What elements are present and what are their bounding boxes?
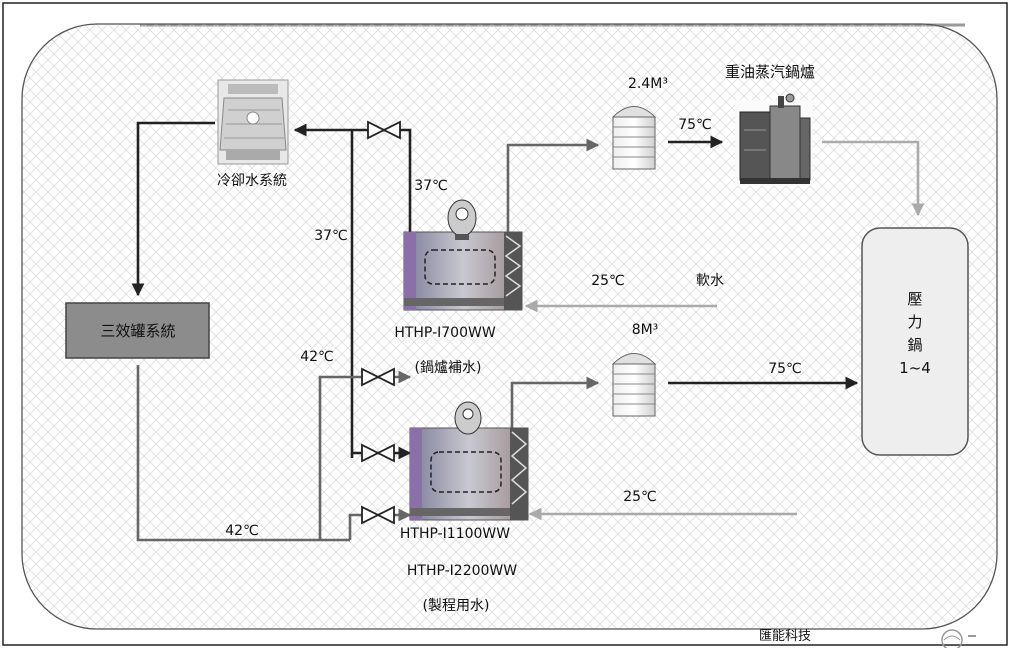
- boiler-icon: [735, 94, 813, 186]
- hthp-top-model: HTHP-I700WW: [394, 325, 495, 341]
- temp-37-left: 37℃: [314, 228, 348, 244]
- tank-top-label: 2.4M³: [628, 76, 668, 92]
- soft-water-label: 軟水: [696, 273, 724, 289]
- hthp-bottom-model-2: HTHP-I2200WW: [407, 563, 517, 579]
- triple-effect-label: 三效罐系統: [100, 322, 175, 340]
- pressure-vessel-line-3: 鍋: [907, 336, 922, 354]
- pressure-vessel-line-4: 1~4: [899, 359, 931, 377]
- tank-bottom: [613, 354, 655, 417]
- company-label: 匯能科技: [759, 629, 811, 644]
- hthp-bottom-note: (製程用水): [423, 598, 490, 614]
- temp-25-top: 25℃: [591, 273, 625, 289]
- cooling-tower-icon: [218, 80, 288, 164]
- hthp-top-note: (鍋爐補水): [415, 360, 482, 376]
- temp-75-top: 75℃: [678, 117, 712, 133]
- tank-bottom-label: 8M³: [632, 322, 659, 338]
- pressure-vessel-line-2: 力: [907, 313, 922, 331]
- temp-37-top: 37℃: [414, 178, 448, 194]
- temp-25-bottom: 25℃: [623, 489, 657, 505]
- temp-42-mid: 42℃: [300, 349, 334, 365]
- hthp-bottom-model-1: HTHP-I1100WW: [400, 526, 510, 542]
- tank-top: [613, 107, 655, 170]
- cooling-system-label: 冷卻水系統: [217, 173, 287, 189]
- temp-75-mid: 75℃: [768, 361, 802, 377]
- temp-42-bottom: 42℃: [225, 523, 259, 539]
- boiler-label: 重油蒸汽鍋爐: [725, 63, 815, 81]
- pressure-vessel-line-1: 壓: [907, 290, 922, 308]
